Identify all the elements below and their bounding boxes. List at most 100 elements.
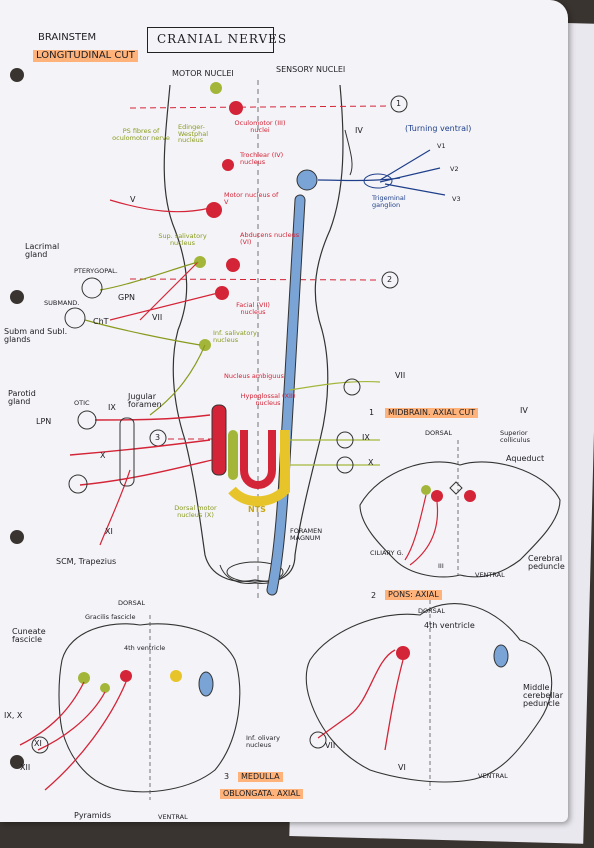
pons-fourth-ventricle-label: 4th ventricle	[424, 621, 475, 630]
cht-label: ChT	[93, 317, 109, 326]
level-marker-1	[390, 95, 408, 113]
punch-hole	[10, 68, 24, 82]
nts-label: NTS	[248, 505, 266, 514]
aqueduct-label: Aqueduct	[506, 454, 545, 463]
section-label: BRAINSTEM	[38, 32, 97, 43]
midbrain-title: MIDBRAIN. AXIAL CUT	[385, 408, 479, 418]
punch-hole	[10, 290, 24, 304]
pons-dorsal-label: DORSAL	[418, 607, 445, 615]
cerebral-peduncle-label: Cerebral peduncle	[528, 554, 565, 571]
v-nerve-label: V	[130, 195, 136, 204]
pons-ventral-label: VENTRAL	[478, 772, 508, 780]
foramen-magnum-label: FORAMEN MAGNUM	[290, 527, 323, 542]
jugular-foramen-label: Jugular foramen	[128, 392, 162, 409]
middle-cerebellar-peduncle-label: Middle cerebellar peduncle	[523, 683, 563, 708]
sup-salivatory-nucleus	[194, 256, 206, 268]
gpn-label: GPN	[118, 293, 136, 302]
right-x-label: X	[368, 458, 374, 467]
lpn-label: LPN	[36, 417, 52, 426]
sensory-nuclei-heading: SENSORY NUCLEI	[276, 65, 346, 74]
pons-section	[305, 603, 553, 783]
midbrain-iii-label: III	[438, 562, 444, 570]
title-box	[147, 27, 274, 53]
vii-nerve-label: VII	[152, 313, 163, 322]
v3-label: V3	[452, 195, 461, 203]
oculomotor-nucleus	[229, 101, 243, 115]
lacrimal-label: Lacrimal gland	[25, 242, 60, 259]
subm-glands-label: Subm and Subl. glands	[4, 327, 68, 344]
level-line-1	[129, 105, 391, 109]
section-sublabel: LONGITUDINAL CUT	[33, 50, 138, 62]
medulla-ventral-label: VENTRAL	[158, 813, 188, 821]
midbrain-iv-label: IV	[520, 406, 528, 415]
trigeminal-mesencephalic	[296, 169, 318, 191]
medulla-fourth-ventricle-label: 4th ventricle	[124, 644, 166, 652]
cuneate-label: Cuneate fascicle	[12, 627, 46, 644]
nucleus-ambiguus	[211, 404, 227, 476]
abducens-nucleus	[226, 258, 240, 272]
hypoglossal-label: Hypoglossal (XII) nucleus	[240, 392, 296, 407]
pterygopal-label: PTERYGOPAL.	[74, 267, 118, 275]
trigeminal-ganglion-label: Trigeminal ganglion	[372, 194, 406, 209]
v2-label: V2	[450, 165, 459, 173]
midbrain-ventral-label: VENTRAL	[475, 571, 505, 579]
scm-trapezius-label: SCM, Trapezius	[56, 557, 117, 566]
medulla-title-line1: MEDULLA	[238, 772, 283, 782]
medulla-xii-label: XII	[20, 763, 31, 772]
hypoglossal-nucleus	[240, 430, 276, 489]
medulla-xi-label: XI	[34, 739, 42, 748]
page-title: CRANIAL NERVES	[157, 32, 288, 46]
diagram-drawing	[19, 80, 561, 800]
facial-nucleus-label: Facial (VII) nucleus	[236, 301, 270, 316]
abducens-label: Abducens nucleus (VI)	[240, 231, 300, 246]
dorsal-motor-x	[228, 430, 238, 480]
level-number-3: 3	[155, 433, 161, 442]
level-marker-2	[381, 271, 399, 289]
right-vii-label: VII	[395, 371, 406, 380]
v1-label: V1	[437, 142, 446, 150]
inf-salivatory-label: Inf. salivatory nucleus	[213, 329, 257, 344]
medulla-number: 3	[224, 772, 230, 781]
medulla-dorsal-label: DORSAL	[118, 599, 145, 607]
sup-salivatory-label: Sup. salivatory nucleus	[158, 232, 207, 247]
inf-olivary-label: Inf. olivary nucleus	[246, 734, 280, 749]
xi-nerve-label: XI	[105, 527, 113, 536]
nts	[228, 430, 290, 507]
trochlear-label: Trochlear (IV) nucleus	[240, 151, 284, 166]
trochlear-nucleus	[222, 159, 234, 171]
pons-vii-label: VII	[325, 741, 336, 750]
ix-nerve-label: IX	[108, 403, 116, 412]
parotid-label: Parotid gland	[8, 389, 36, 406]
motor-v-nucleus	[206, 202, 222, 218]
medulla-title-line2: OBLONGATA. AXIAL	[220, 789, 304, 799]
pyramids-label: Pyramids	[74, 811, 112, 820]
motor-nuclei-heading: MOTOR NUCLEI	[172, 69, 234, 78]
submand-label: SUBMAND.	[44, 299, 80, 307]
level-number-2: 2	[387, 275, 393, 284]
edinger-westphal-nucleus	[210, 82, 222, 94]
right-ix-label: IX	[362, 433, 370, 442]
nucleus-ambiguus-label: Nucleus ambiguus	[224, 372, 284, 380]
x-nerve-label: X	[100, 451, 106, 460]
midbrain-dorsal-label: DORSAL	[425, 429, 452, 437]
turning-ventral-label: (Turning ventral)	[405, 124, 472, 133]
jugular-foramen	[119, 417, 135, 487]
midbrain-number: 1	[369, 408, 375, 417]
pons-vi-label: VI	[398, 763, 406, 772]
notebook-page: CRANIAL NERVES BRAINSTEM LONGITUDINAL CU…	[0, 0, 568, 822]
level-number-1: 1	[396, 99, 402, 108]
facial-nucleus	[215, 286, 229, 300]
brainstem-outline	[163, 84, 344, 582]
medulla-ix-x-label: IX, X	[4, 711, 23, 720]
superior-colliculus-label: Superior colliculus	[500, 429, 530, 444]
midbrain-section	[359, 461, 561, 578]
pons-title: PONS: AXIAL	[385, 590, 442, 600]
punch-hole	[10, 755, 24, 769]
pons-number: 2	[371, 591, 377, 600]
otic-label: OTIC	[74, 399, 90, 407]
motor-v-label: Motor nucleus of V	[224, 191, 279, 206]
iv-nerve-label: IV	[355, 126, 363, 135]
gracilis-label: Gracilis fascicle	[85, 613, 136, 621]
ps-fibres-label: PS fibres of oculomotor nerve	[112, 127, 170, 142]
medulla-section	[58, 623, 241, 793]
